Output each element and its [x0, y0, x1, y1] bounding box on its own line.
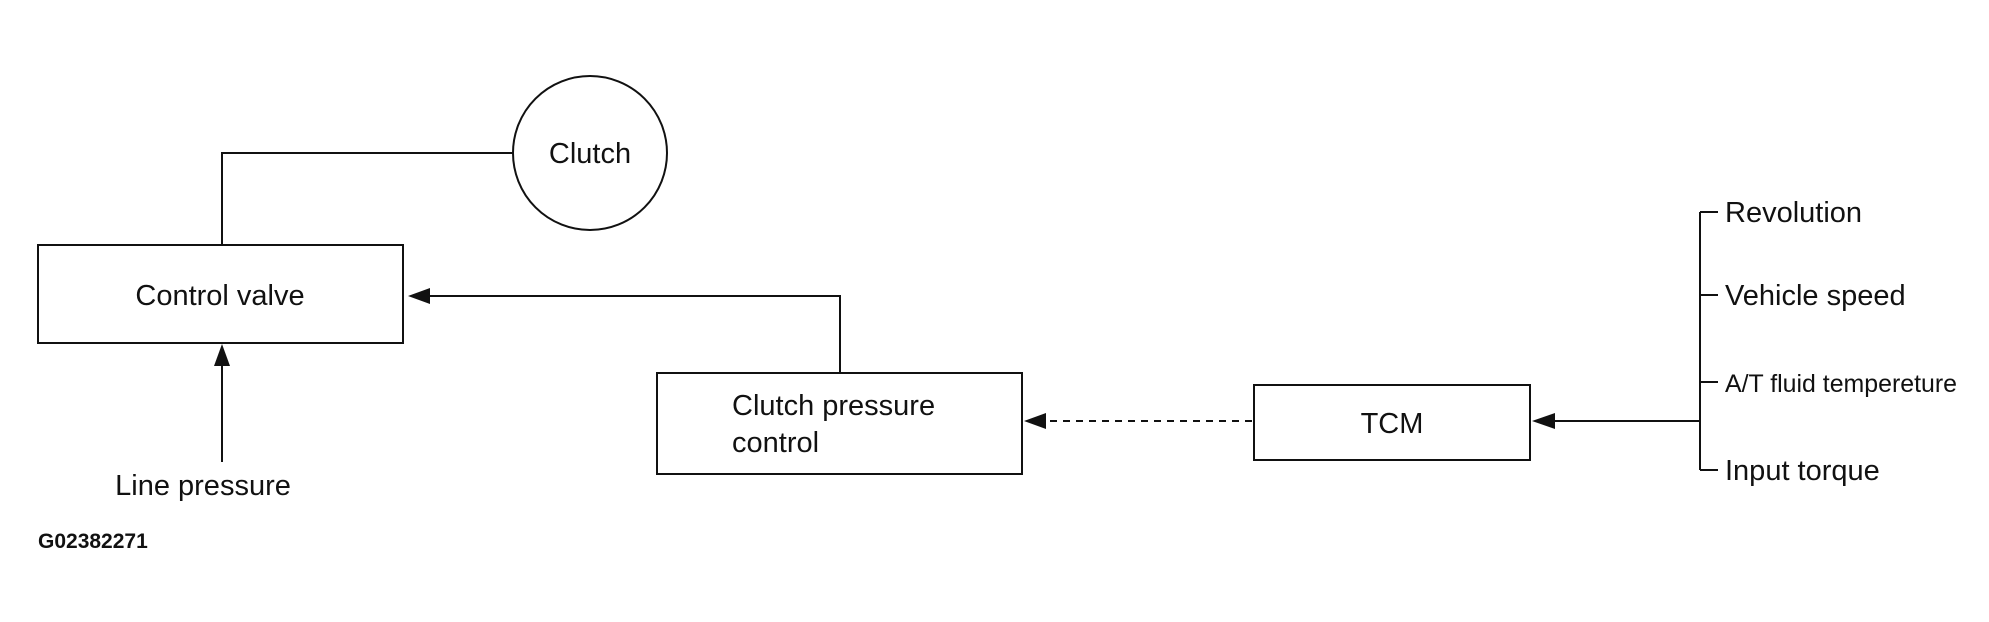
clutch-pressure-control-label-line1: Clutch pressure: [732, 390, 935, 422]
bus-to-tcm-arrowhead: [1532, 413, 1555, 429]
signal-input-torque-label: Input torque: [1725, 455, 1880, 487]
line-pressure-label: Line pressure: [115, 470, 291, 502]
pressure-control-to-valve-arrowhead: [408, 288, 430, 304]
tcm-box: [1253, 384, 1531, 461]
control-valve-box: [37, 244, 404, 344]
signal-vehicle-speed-label: Vehicle speed: [1725, 280, 1906, 312]
signal-fluid-temperature-label: A/T fluid tempereture: [1725, 370, 1957, 398]
control-valve-label: Control valve: [135, 280, 304, 312]
signal-revolution-label: Revolution: [1725, 197, 1862, 229]
clutch-pressure-control-box: [656, 372, 1023, 475]
tcm-label: TCM: [1361, 408, 1424, 440]
clutch-label: Clutch: [549, 138, 631, 170]
line-pressure-arrowhead: [214, 344, 230, 366]
tcm-to-pressure-control-arrowhead: [1024, 413, 1046, 429]
figure-id: G02382271: [38, 530, 148, 553]
clutch-pressure-control-label-line2: control: [732, 427, 819, 459]
pressure-control-to-valve-line: [430, 295, 841, 373]
clutch-to-valve-line: [221, 152, 513, 245]
